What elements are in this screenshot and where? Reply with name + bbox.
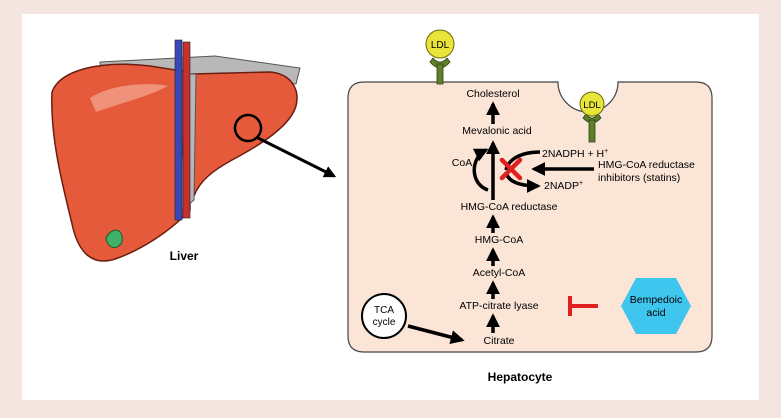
ldl-particle-inner xyxy=(579,91,605,117)
hmg-coa-reductase-label: HMG-CoA reductase xyxy=(461,201,558,213)
zoom-arrow xyxy=(257,136,337,178)
bempedoic-acid-hexagon xyxy=(621,278,691,334)
liver-illustration xyxy=(51,39,337,262)
tca-label-line1: TCA xyxy=(374,305,394,316)
liver-label: Liver xyxy=(170,249,199,263)
atp-citrate-lyase-label: ATP-citrate lyase xyxy=(459,300,538,312)
ldl-receptor-inner: LDL xyxy=(579,91,605,143)
liver-right-lobe xyxy=(51,63,191,262)
gallbladder xyxy=(105,229,123,248)
statins-label-line2: inhibitors (statins) xyxy=(598,172,680,184)
hepatocyte-label: Hepatocyte xyxy=(488,370,553,384)
bempedoic-inhibition-bar xyxy=(568,296,598,316)
statin-inhibition-x xyxy=(499,157,523,181)
ldl-particle-top xyxy=(425,29,455,59)
statins-label-line1: HMG-CoA reductase xyxy=(598,159,695,171)
arrow-coa-release xyxy=(472,148,489,192)
liver-left-lobe xyxy=(191,71,298,197)
hmg-coa-label: HMG-CoA xyxy=(475,234,523,246)
mevalonic-acid-label: Mevalonic acid xyxy=(462,125,532,137)
citrate-label: Citrate xyxy=(484,335,515,347)
nadp-label: 2NADP+ xyxy=(544,180,583,192)
liver-highlight xyxy=(90,84,168,112)
nadph-label: 2NADPH + H+ xyxy=(542,148,608,160)
coa-label: CoA xyxy=(452,157,472,169)
arrow-tca-to-citrate xyxy=(407,324,465,344)
tca-label-line2: cycle xyxy=(373,317,396,328)
acetyl-coa-label: Acetyl-CoA xyxy=(473,267,526,279)
cholesterol-label: Cholesterol xyxy=(466,88,519,100)
bempedoic-label-line2: acid xyxy=(646,307,665,319)
zoom-circle xyxy=(233,113,263,143)
ldl-inner-label: LDL xyxy=(583,100,600,111)
bempedoic-label-line1: Bempedoic xyxy=(630,294,683,306)
tca-cycle-circle xyxy=(361,293,407,339)
aorta xyxy=(182,41,191,219)
ldl-receptor-top: LDL xyxy=(425,29,455,85)
ldl-top-label: LDL xyxy=(431,40,450,51)
vena-cava xyxy=(174,39,183,221)
